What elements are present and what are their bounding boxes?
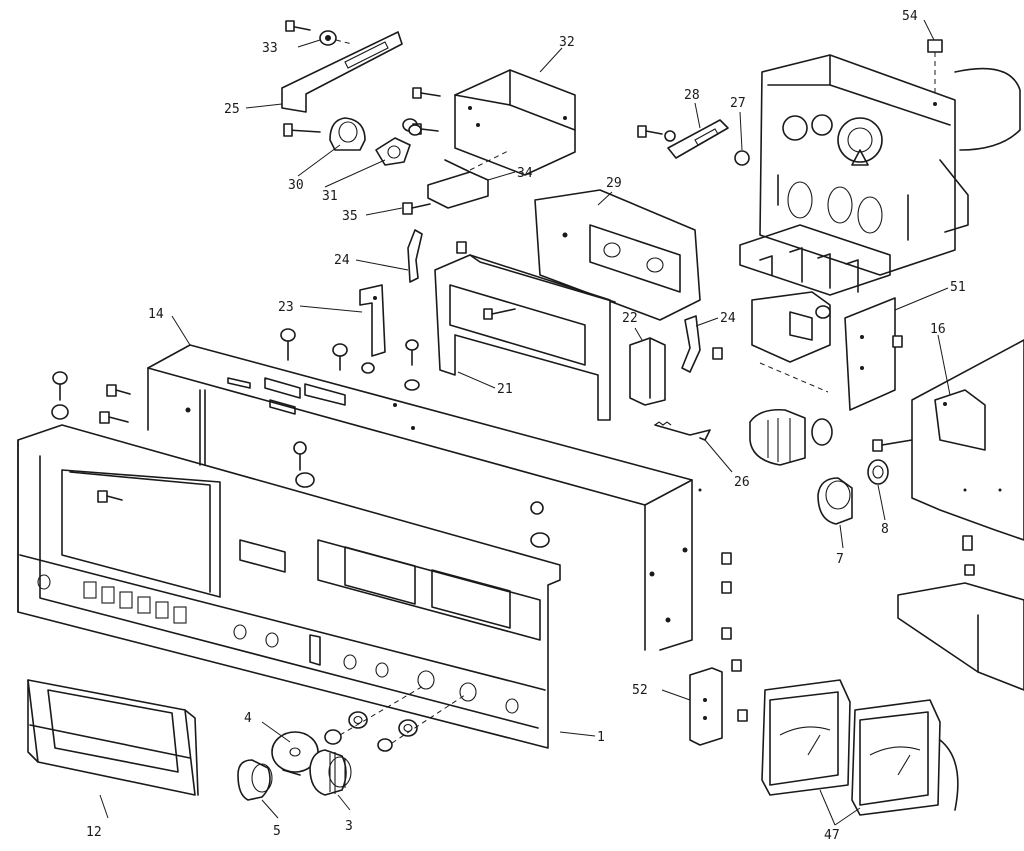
function-buttons [83,581,187,624]
panel-holes [37,574,519,714]
label-part-35: 35 [342,209,358,224]
label-part-24-left: 24 [334,253,350,268]
label-part-25: 25 [224,102,240,117]
bracket-23 [359,284,386,357]
switch-52 [689,659,748,746]
part-labels: 1 3 4 5 7 8 12 14 16 21 22 23 24 24 25 2… [86,9,966,843]
label-part-16: 16 [930,322,946,337]
callout-lines [99,19,951,826]
label-part-30: 30 [288,178,304,193]
label-part-28: 28 [684,88,700,103]
label-part-24-right: 24 [720,311,736,326]
label-part-27: 27 [730,96,746,111]
label-part-3: 3 [345,819,353,834]
label-part-21: 21 [497,382,513,397]
bushing-8 [867,459,889,485]
label-part-23: 23 [278,300,294,315]
label-part-7: 7 [836,552,844,567]
label-part-47: 47 [824,828,840,843]
knob-5 [237,759,273,801]
front-panel [17,424,561,749]
cassette-door [27,679,199,796]
nut-27 [734,150,750,166]
plate-34 [427,149,511,209]
part-31-holder [375,118,418,166]
knob-3 [309,749,352,796]
part-30-holder [283,117,366,151]
knob-7 [817,477,853,525]
nuts-washers [324,684,466,752]
lever-24-left [407,229,423,283]
bracket-25 [281,20,403,113]
label-part-5: 5 [273,824,281,839]
label-part-29: 29 [606,176,622,191]
head-bracket [751,291,831,393]
label-part-8: 8 [881,522,889,537]
bracket-32 [412,69,576,176]
label-part-1: 1 [597,730,605,745]
label-part-54: 54 [902,9,918,24]
label-part-31: 31 [322,189,338,204]
cassette-holder-29 [456,189,701,321]
tape-mechanism [739,54,1021,296]
label-part-34: 34 [517,166,533,181]
spring-26 [654,421,711,441]
screw-35 [402,202,431,215]
bracket-22 [629,337,666,406]
label-part-52: 52 [632,683,648,698]
meters-47 [761,679,959,816]
label-part-32: 32 [559,35,575,50]
bracket-28 [637,119,729,159]
chassis-frame [147,344,702,651]
housing-21 [434,254,616,421]
board-51 [844,297,903,411]
chassis-16 [872,339,1024,541]
label-part-22: 22 [622,311,638,326]
screw-54 [927,39,943,95]
label-part-4: 4 [244,711,252,726]
screws [51,124,732,640]
screw-33 [285,20,353,46]
label-part-14: 14 [148,307,164,322]
head-assembly [749,408,833,466]
bracket-bottom-right [897,535,1024,691]
label-part-33: 33 [262,41,278,56]
label-part-51: 51 [950,280,966,295]
label-part-12: 12 [86,825,102,840]
lever-24-right [681,315,701,373]
label-part-26: 26 [734,475,750,490]
